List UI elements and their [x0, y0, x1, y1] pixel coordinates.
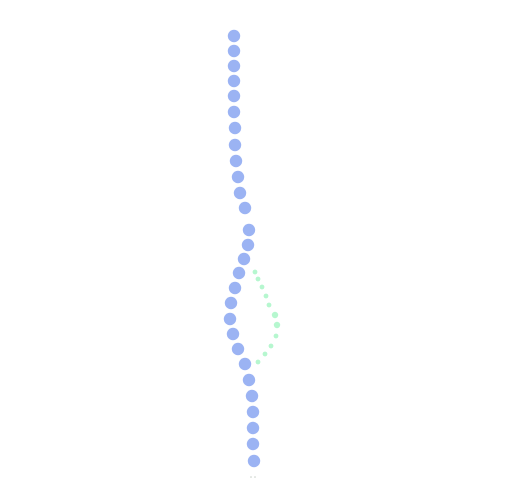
blue-dot [227, 74, 241, 88]
faint-dot [254, 476, 256, 478]
blue-dot [231, 170, 245, 184]
blue-dot [223, 312, 237, 326]
blue-dot [245, 389, 259, 403]
blue-dot [237, 252, 251, 266]
blue-dot [228, 121, 242, 135]
blue-dot [241, 238, 255, 252]
green-dot [252, 269, 258, 275]
faint-dot [250, 476, 252, 478]
blue-dot [227, 44, 241, 58]
green-dot [259, 284, 265, 290]
blue-dot [238, 357, 252, 371]
green-dot [271, 311, 279, 319]
blue-dot [246, 405, 260, 419]
green-dot-strand [252, 269, 281, 365]
green-dot [263, 293, 269, 299]
faint-marks [250, 476, 256, 478]
blue-dot-strand [223, 29, 261, 468]
blue-dot [227, 29, 241, 43]
blue-dot [246, 437, 260, 451]
blue-dot [229, 154, 243, 168]
blue-dot [242, 223, 256, 237]
blue-dot [228, 281, 242, 295]
blue-dot [227, 59, 241, 73]
green-dot [273, 321, 281, 329]
blue-dot [242, 373, 256, 387]
green-dot [268, 343, 274, 349]
blue-dot [246, 421, 260, 435]
blue-dot [247, 454, 261, 468]
green-dot [255, 276, 261, 282]
blue-dot [233, 186, 247, 200]
green-dot [273, 333, 279, 339]
blue-dot [224, 296, 238, 310]
blue-dot [231, 342, 245, 356]
green-dot [262, 351, 268, 357]
blue-dot [227, 105, 241, 119]
blue-dot [227, 89, 241, 103]
blue-dot [238, 201, 252, 215]
green-dot [255, 359, 261, 365]
green-dot [266, 302, 272, 308]
blue-dot [228, 138, 242, 152]
blue-dot [226, 327, 240, 341]
blue-dot [232, 266, 246, 280]
